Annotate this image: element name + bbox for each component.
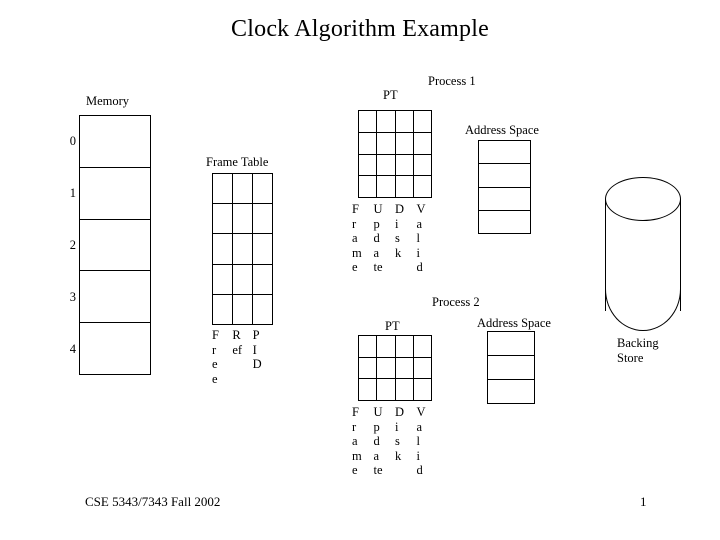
frame-table-cell[interactable] (253, 204, 273, 235)
process2-pte-cell[interactable] (359, 357, 378, 380)
column-caption: P I D (252, 328, 262, 371)
column-caption: D i s k (395, 202, 405, 260)
frame-table-cell[interactable] (233, 234, 253, 265)
frame-table-cell[interactable] (253, 234, 273, 265)
process2-page-table-column-captions: F r a m e U p d a te D i s k V a l i d (352, 405, 438, 478)
frame-table-cell[interactable] (253, 294, 273, 325)
process2-page-cell[interactable] (488, 332, 535, 356)
process2-pte-cell[interactable] (395, 336, 414, 358)
frame-table-cell[interactable] (233, 264, 253, 295)
process2-pte-cell[interactable] (377, 379, 396, 401)
column-caption: F r a m e (352, 202, 362, 274)
column-caption: R ef (232, 328, 243, 357)
process1-pte-cell[interactable] (395, 111, 414, 133)
process2-pte-cell[interactable] (377, 357, 396, 380)
process1-address-space-label: Address Space (465, 123, 539, 137)
backing-store-cylinder (605, 177, 681, 337)
memory-row-label: 4 (69, 342, 76, 356)
memory-frame-cell[interactable] (80, 271, 151, 324)
process2-pte-cell[interactable] (413, 336, 432, 358)
frame-table-cell[interactable] (233, 294, 253, 325)
process2-page-cell[interactable] (488, 380, 535, 404)
memory-row-label: 0 (69, 134, 76, 148)
process2-pte-cell[interactable] (413, 357, 432, 380)
frame-table-column-captions: F r e e R ef P I D (212, 328, 273, 386)
process2-address-space-label: Address Space (477, 316, 551, 330)
cylinder-body (605, 199, 681, 311)
memory-frame-cell[interactable] (80, 167, 151, 220)
frame-table-cell[interactable] (233, 204, 253, 235)
memory-frame-cell[interactable] (80, 323, 151, 375)
cylinder-top-ellipse (605, 177, 681, 221)
backing-store-label-line1: Backing (617, 336, 659, 350)
process2-pte-cell[interactable] (359, 379, 378, 401)
process2-pte-cell[interactable] (395, 379, 414, 401)
process2-page-table-grid[interactable] (358, 335, 432, 401)
backing-store-label-line2: Store (617, 351, 644, 365)
process1-pte-cell[interactable] (359, 132, 378, 155)
process1-pte-cell[interactable] (395, 176, 414, 198)
cylinder-bottom-cap (605, 289, 681, 331)
frame-table-grid[interactable] (212, 173, 273, 325)
process1-page-table-column-captions: F r a m e U p d a te D i s k V a l i d (352, 202, 438, 275)
frame-table-cell[interactable] (213, 294, 233, 325)
column-caption: V a l i d (416, 202, 426, 274)
process1-pte-cell[interactable] (413, 154, 432, 177)
memory-frame-cell[interactable] (80, 219, 151, 272)
column-caption: V a l i d (416, 405, 426, 477)
frame-table-cell[interactable] (213, 264, 233, 295)
process2-pte-cell[interactable] (377, 336, 396, 358)
column-caption: F r a m e (352, 405, 362, 477)
column-caption: U p d a te (373, 202, 383, 274)
process1-page-table-grid[interactable] (358, 110, 432, 198)
process1-pt-label: PT (383, 88, 398, 102)
memory-row-label-column: 0 1 2 3 4 (62, 115, 76, 375)
page-title: Clock Algorithm Example (231, 16, 489, 42)
process1-pte-cell[interactable] (359, 111, 378, 133)
memory-label: Memory (86, 94, 130, 108)
process1-pte-cell[interactable] (377, 132, 396, 155)
process1-page-cell[interactable] (479, 187, 531, 211)
process1-pte-cell[interactable] (359, 176, 378, 198)
process1-pte-cell[interactable] (377, 176, 396, 198)
frame-table-cell[interactable] (213, 234, 233, 265)
process2-pte-cell[interactable] (395, 357, 414, 380)
frame-table-cell[interactable] (253, 174, 273, 205)
memory-row-label: 3 (69, 290, 76, 304)
process1-pte-cell[interactable] (413, 132, 432, 155)
process2-address-space-grid[interactable] (487, 331, 535, 404)
process2-pt-label: PT (385, 319, 400, 333)
process1-pte-cell[interactable] (413, 111, 432, 133)
process2-label: Process 2 (432, 295, 480, 309)
memory-frame-cell[interactable] (80, 116, 151, 168)
frame-table-cell[interactable] (253, 264, 273, 295)
column-caption: U p d a te (373, 405, 383, 477)
process1-page-cell[interactable] (479, 164, 531, 188)
process1-pte-cell[interactable] (359, 154, 378, 177)
column-caption: D i s k (395, 405, 405, 463)
process1-pte-cell[interactable] (377, 154, 396, 177)
memory-row-label: 1 (69, 186, 76, 200)
memory-frames-grid[interactable] (79, 115, 151, 375)
footer-page-number: 1 (640, 494, 647, 509)
process1-pte-cell[interactable] (377, 111, 396, 133)
frame-table-cell[interactable] (213, 204, 233, 235)
frame-table-cell[interactable] (213, 174, 233, 205)
process1-page-cell[interactable] (479, 141, 531, 165)
process1-address-space-grid[interactable] (478, 140, 531, 234)
process1-pte-cell[interactable] (413, 176, 432, 198)
frame-table-cell[interactable] (233, 174, 253, 205)
process2-page-cell[interactable] (488, 356, 535, 380)
process1-pte-cell[interactable] (395, 154, 414, 177)
frame-table-label: Frame Table (206, 155, 269, 169)
column-caption: F r e e (212, 328, 219, 386)
process2-pte-cell[interactable] (413, 379, 432, 401)
backing-store-label: Backing Store (617, 336, 707, 366)
process1-pte-cell[interactable] (395, 132, 414, 155)
process1-page-cell[interactable] (479, 210, 531, 234)
process1-label: Process 1 (428, 74, 476, 88)
footer-course-text: CSE 5343/7343 Fall 2002 (85, 494, 221, 509)
process2-pte-cell[interactable] (359, 336, 378, 358)
memory-row-label: 2 (69, 238, 76, 252)
